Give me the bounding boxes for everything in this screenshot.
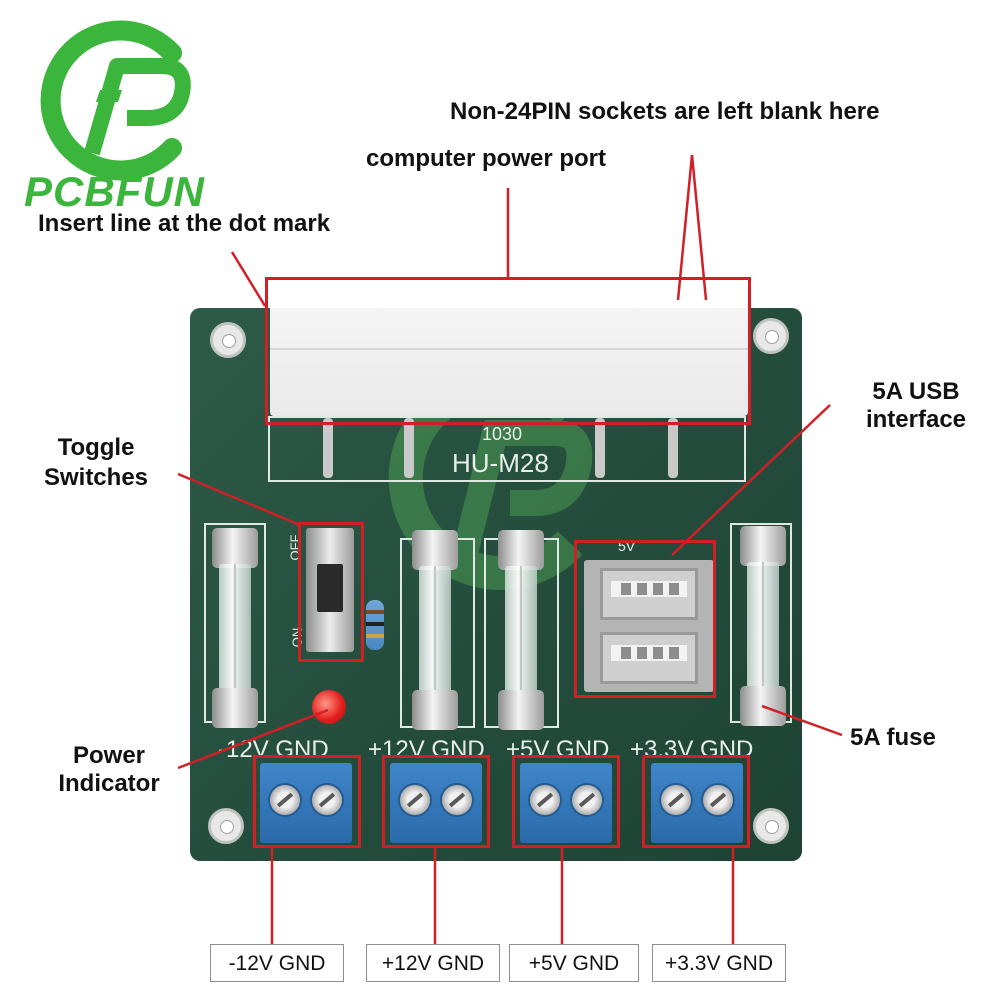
bottom-tag-minus12v: -12V GND <box>210 944 344 982</box>
usb-port-block: 5V <box>584 538 714 692</box>
connector-pin <box>404 418 414 478</box>
fuse <box>740 526 786 726</box>
bottom-tag-plus3v3: +3.3V GND <box>652 944 786 982</box>
toggle-switch-label: Toggle Switches <box>43 434 149 491</box>
power-led <box>312 690 346 724</box>
rail-label: +12V GND <box>368 736 485 763</box>
mounting-hole <box>753 318 789 354</box>
switch-slider <box>317 564 343 612</box>
rail-label: -12V GND <box>218 736 329 763</box>
board-code: 1030 <box>482 424 523 444</box>
bottom-tag-plus12v: +12V GND <box>366 944 500 982</box>
usb-port <box>600 568 698 620</box>
connector-pin <box>323 418 333 478</box>
brand-logo: PCBFUN <box>22 18 212 218</box>
atx-24pin-connector <box>270 308 748 416</box>
pcb-board: 1030 HU-M28 OFF ON 5V -12V GN <box>190 308 802 861</box>
usb-interface-label: 5A USB interface <box>865 378 967 433</box>
connector-pin <box>668 418 678 478</box>
highlight-terminal <box>253 755 361 848</box>
highlight-terminal <box>642 755 750 848</box>
blank-sockets-label: Non-24PIN sockets are left blank here <box>450 98 880 125</box>
fuse <box>212 528 258 728</box>
dot-mark-label: Insert line at the dot mark <box>38 210 331 237</box>
terminal-block <box>390 763 482 843</box>
brand-name: PCBFUN <box>24 168 205 215</box>
fuse-label: 5A fuse <box>850 724 936 751</box>
mounting-hole <box>753 808 789 844</box>
power-port-label: computer power port <box>366 145 607 172</box>
highlight-terminal <box>512 755 620 848</box>
rail-label: +5V GND <box>506 736 610 763</box>
highlight-toggle-switch <box>298 522 364 662</box>
highlight-terminal <box>382 755 490 848</box>
pcbfun-logo-icon <box>40 20 191 181</box>
highlight-usb <box>574 540 716 698</box>
bottom-tag-plus5v: +5V GND <box>509 944 639 982</box>
terminal-block <box>520 763 612 843</box>
fuse <box>498 530 544 730</box>
mounting-hole <box>208 808 244 844</box>
rail-label: +3.3V GND <box>630 736 754 763</box>
mounting-hole <box>210 322 246 358</box>
toggle-switch <box>306 528 354 652</box>
highlight-24pin-connector <box>265 277 751 425</box>
connector-silkscreen <box>268 416 746 482</box>
connector-pin <box>595 418 605 478</box>
terminal-block <box>651 763 743 843</box>
fuse <box>412 530 458 730</box>
usb-port <box>600 632 698 684</box>
terminal-block <box>260 763 352 843</box>
power-indicator-label: Power Indicator <box>58 742 160 797</box>
board-model: HU-M28 <box>452 448 549 478</box>
resistor <box>366 600 384 650</box>
